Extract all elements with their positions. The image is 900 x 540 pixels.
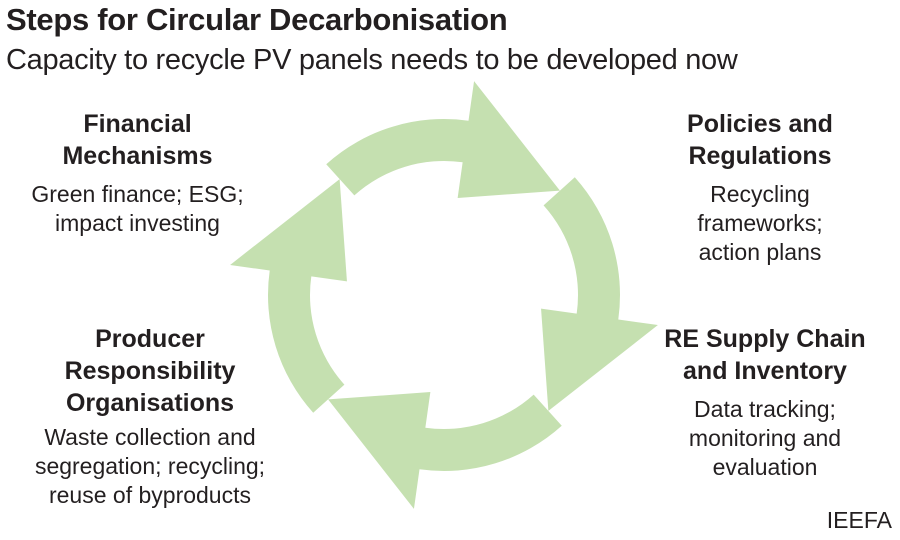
step-description-line: segregation; recycling;	[34, 453, 266, 479]
step-heading: Financial	[83, 110, 192, 138]
source-credit: IEEFA	[826, 507, 892, 533]
step-re-supply-chain: RE Supply Chain and Inventory Data track…	[645, 323, 885, 482]
step-description-line: Data tracking;	[694, 396, 836, 422]
step-description-line: evaluation	[712, 454, 818, 480]
step-heading: Policies and	[687, 110, 833, 138]
step-producer-responsibility: Producer Responsibility Organisations Wa…	[0, 323, 300, 510]
step-heading: and Inventory	[683, 357, 847, 385]
step-description-line: frameworks;	[697, 210, 823, 236]
step-description-line: Recycling	[710, 181, 810, 207]
step-description-line: reuse of byproducts	[48, 482, 251, 508]
step-heading: Responsibility	[64, 357, 236, 385]
cycle-arrow-right	[541, 177, 658, 411]
step-heading: Mechanisms	[62, 142, 213, 170]
step-heading: Organisations	[65, 389, 235, 417]
cycle-arrow-bottom	[328, 392, 562, 509]
cycle-arrow-top	[326, 81, 560, 198]
step-description: Waste collection and segregation; recycl…	[0, 423, 300, 510]
step-heading: RE Supply Chain	[664, 325, 866, 353]
cycle-arrow-left	[230, 179, 347, 413]
step-financial-mechanisms: Financial Mechanisms Green finance; ESG;…	[0, 108, 275, 238]
step-description: Recycling frameworks; action plans	[640, 180, 880, 267]
step-description: Green finance; ESG; impact investing	[0, 180, 275, 238]
step-description-line: monitoring and	[688, 425, 842, 451]
step-description-line: impact investing	[55, 210, 220, 236]
step-description-line: Waste collection and	[44, 424, 256, 450]
step-description-line: action plans	[698, 239, 822, 265]
step-policies-regulations: Policies and Regulations Recycling frame…	[640, 108, 880, 267]
diagram-title: Steps for Circular Decarbonisation	[6, 2, 508, 37]
step-heading: Regulations	[688, 142, 832, 170]
diagram-subtitle: Capacity to recycle PV panels needs to b…	[6, 44, 738, 76]
step-heading: Producer	[95, 325, 205, 353]
step-description: Data tracking; monitoring and evaluation	[645, 395, 885, 482]
step-description-line: Green finance; ESG;	[31, 181, 244, 207]
